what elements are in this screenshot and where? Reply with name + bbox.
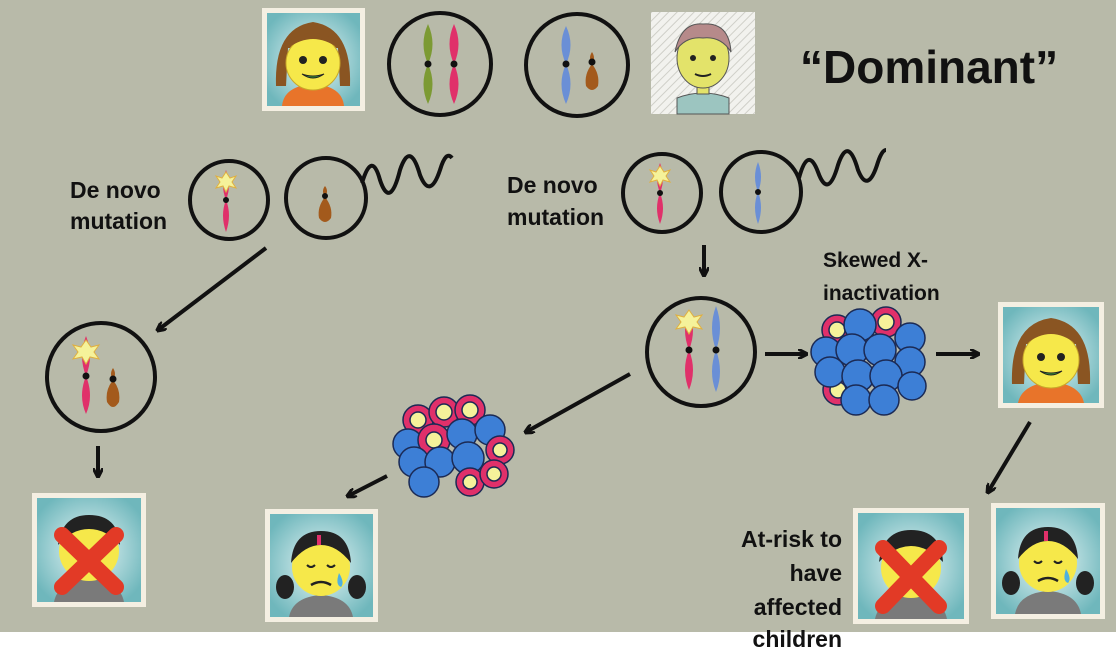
de-novo-label-left-1: De novo: [70, 177, 161, 203]
at-risk-label-1: At-risk to: [741, 526, 842, 552]
de-novo-label-left-2: mutation: [70, 208, 168, 234]
father-face-icon: [651, 12, 755, 115]
mother-cell: [387, 11, 493, 117]
de-novo-label-right-1: De novo: [507, 172, 598, 198]
skewed-label-1: Skewed X-: [823, 249, 929, 272]
at-risk-label-2: have: [789, 560, 842, 586]
left-sperm-cell: [284, 153, 454, 240]
at-risk-label-4: children: [752, 626, 842, 652]
de-novo-label-right-2: mutation: [507, 204, 605, 230]
affected-child-crossed-icon: [32, 493, 146, 607]
arrow-to-crying: [348, 474, 388, 496]
right-egg-cell: [621, 152, 703, 234]
right-zygote-cell: [645, 296, 757, 408]
skewed-label-2: inactivation: [823, 282, 940, 305]
mother-face-icon: [262, 8, 365, 111]
arrow-left-zygote: [158, 246, 268, 330]
grandchild-crying-icon: [991, 503, 1105, 619]
grandchild-crossed-icon: [853, 508, 969, 624]
father-cell: [524, 12, 630, 118]
diagram-title: “Dominant”: [800, 41, 1059, 93]
at-risk-label-3: affected: [753, 594, 842, 620]
right-sperm-cell: [719, 148, 887, 234]
arrow-to-at-risk: [988, 420, 1032, 492]
affected-daughter-crying-icon: [265, 509, 378, 622]
arrows: [98, 245, 1032, 496]
arrow-to-mixed: [526, 372, 631, 432]
left-zygote-cell: [45, 321, 157, 433]
left-egg-cell: [188, 159, 270, 241]
daughter-face-icon: [998, 302, 1104, 408]
skewed-cell-cluster: [810, 306, 927, 416]
mixed-cell-cluster: [392, 394, 515, 498]
